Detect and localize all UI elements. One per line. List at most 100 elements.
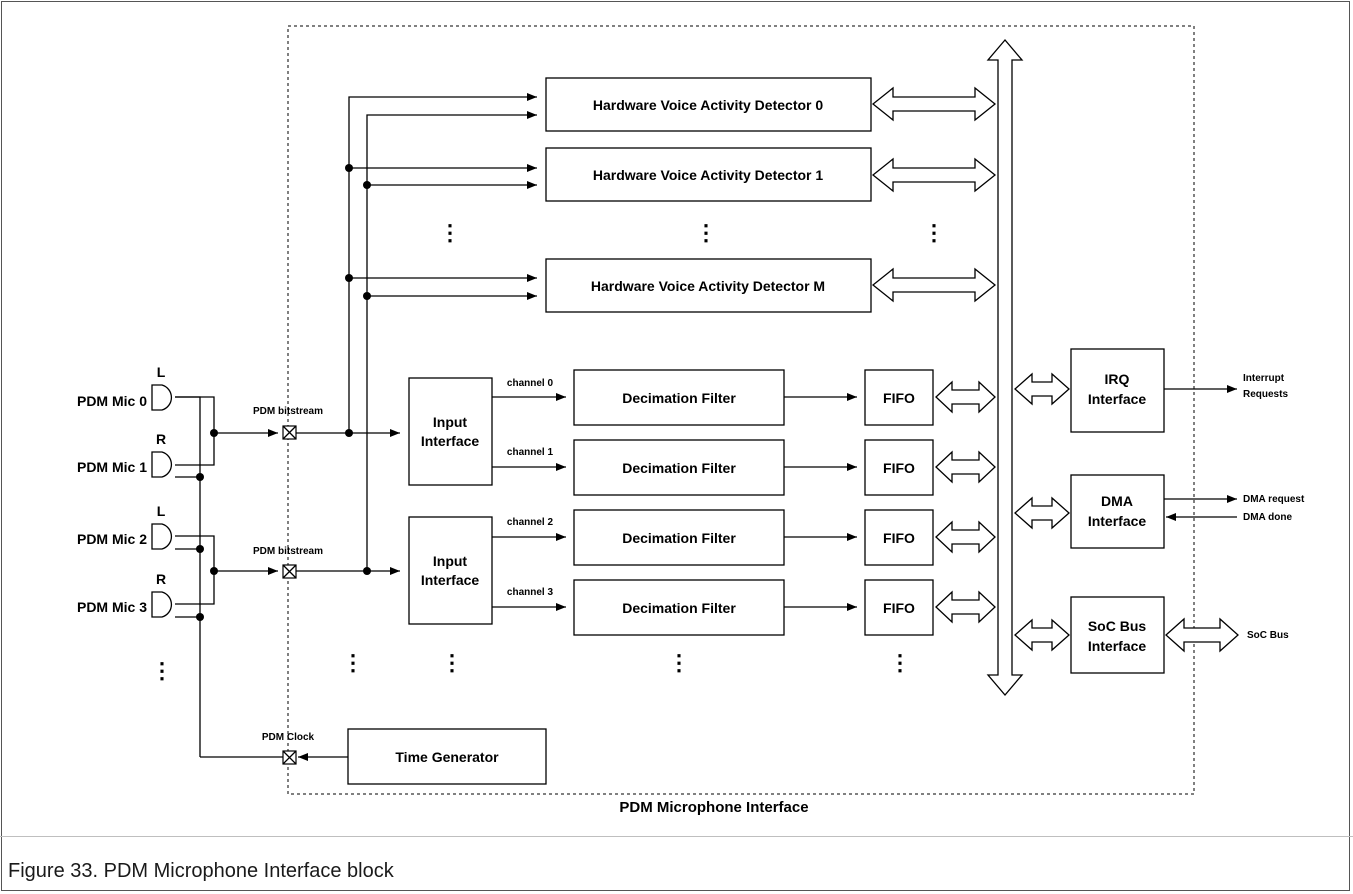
bitstream-a-label: PDM bitstream	[253, 406, 323, 417]
dma-request-label: DMA request	[1243, 494, 1305, 505]
mic-pair-a-data	[175, 396, 215, 466]
mic-1-icon	[151, 451, 173, 478]
input-interface-0-label-2: Interface	[421, 433, 480, 449]
interrupt-label: Interrupt	[1243, 373, 1285, 384]
fifo-2-label: FIFO	[883, 530, 915, 546]
soc-bus-interface-label-2: Interface	[1088, 638, 1147, 654]
mic-0-side: L	[157, 364, 166, 380]
region-label: PDM Microphone Interface	[619, 799, 808, 816]
irq-interface-label: IRQ	[1105, 371, 1130, 387]
fifo-1-label: FIFO	[883, 460, 915, 476]
junction	[363, 181, 371, 189]
time-generator-block	[347, 728, 547, 785]
mic-3: PDM Mic 3 R	[77, 571, 173, 618]
decimation-filter-0-label: Decimation Filter	[622, 390, 736, 406]
fifo-0	[864, 369, 934, 426]
ellipsis: ⋮	[342, 650, 364, 675]
mic-ellipsis: ⋮	[151, 658, 173, 683]
time-generator-label: Time Generator	[395, 749, 499, 765]
irq-interface-label-2: Interface	[1088, 391, 1147, 407]
mic-2-side: L	[157, 503, 166, 519]
junction	[196, 613, 204, 621]
soc-bus-arrow	[1165, 617, 1239, 653]
decimation-filter-0	[573, 369, 785, 426]
irq-interface-block	[1070, 348, 1165, 433]
channel-3-label: channel 3	[507, 587, 554, 598]
input-interface-1-label-2: Interface	[421, 572, 480, 588]
clock-label: PDM Clock	[262, 732, 315, 743]
clock-pad	[282, 750, 297, 765]
fifo-3-label: FIFO	[883, 600, 915, 616]
dma-interface-block	[1070, 474, 1165, 549]
hvad-m-block	[545, 258, 872, 313]
decimation-filter-1	[573, 439, 785, 496]
bus-interface-arrows	[1014, 372, 1070, 652]
hvad-1-label: Hardware Voice Activity Detector 1	[593, 167, 824, 183]
channel-0-label: channel 0	[507, 378, 554, 389]
ellipsis: ⋮	[923, 220, 945, 245]
fifo-2	[864, 509, 934, 566]
decimation-filter-1-label: Decimation Filter	[622, 460, 736, 476]
decimation-filter-3-label: Decimation Filter	[622, 600, 736, 616]
input-interface-0	[408, 377, 493, 486]
junction	[345, 429, 353, 437]
hvad-0-label: Hardware Voice Activity Detector 0	[593, 97, 824, 113]
fifo-1	[864, 439, 934, 496]
hvad-0-block	[545, 77, 872, 132]
soc-bus-interface-label: SoC Bus	[1088, 618, 1147, 634]
hvad-m-label: Hardware Voice Activity Detector M	[591, 278, 825, 294]
bitstream-b-label: PDM bitstream	[253, 546, 323, 557]
dma-interface-label-2: Interface	[1088, 513, 1147, 529]
junction	[363, 567, 371, 575]
junction	[196, 473, 204, 481]
mic-3-icon	[151, 591, 173, 618]
mic-0-label: PDM Mic 0	[77, 393, 147, 409]
mic-0-icon	[151, 384, 173, 411]
channel-1-label: channel 1	[507, 447, 554, 458]
input-interface-1	[408, 516, 493, 625]
ellipsis: ⋮	[889, 650, 911, 675]
junction	[363, 292, 371, 300]
fifo-3	[864, 579, 934, 636]
mic-3-side: R	[156, 571, 166, 587]
fifo-bus-arrows	[935, 380, 996, 624]
caption-bar	[0, 836, 1353, 894]
channel-2-label: channel 2	[507, 517, 554, 528]
system-bus	[986, 38, 1024, 697]
bus-a-vertical	[348, 93, 537, 433]
mic-0: PDM Mic 0 L	[77, 364, 173, 411]
pdm-clock-line	[175, 396, 201, 757]
ellipsis: ⋮	[439, 220, 461, 245]
mic-pair-b-data	[175, 535, 215, 605]
dma-done-label: DMA done	[1243, 512, 1293, 523]
soc-bus-label: SoC Bus	[1247, 630, 1289, 641]
input-interface-1-label: Input	[433, 553, 468, 569]
hvad-1-block	[545, 147, 872, 202]
mic-1: PDM Mic 1 R	[77, 431, 173, 478]
pdm-block-diagram: PDM Microphone Interface PDM Mic 0 L PDM…	[77, 25, 1305, 816]
junction	[345, 274, 353, 282]
pdm-interface-region	[287, 25, 1195, 795]
mic-2-label: PDM Mic 2	[77, 531, 147, 547]
input-interface-0-label: Input	[433, 414, 468, 430]
bitstream-b-pad	[282, 564, 297, 579]
hvad-bus-arrows	[871, 86, 997, 303]
mic-1-label: PDM Mic 1	[77, 459, 147, 475]
soc-bus-interface-block	[1070, 596, 1165, 674]
mic-2: PDM Mic 2 L	[77, 503, 173, 550]
ellipsis: ⋮	[668, 650, 690, 675]
ellipsis: ⋮	[695, 220, 717, 245]
mic-1-side: R	[156, 431, 166, 447]
junction	[345, 164, 353, 172]
decimation-filter-3	[573, 579, 785, 636]
junction	[196, 545, 204, 553]
fifo-0-label: FIFO	[883, 390, 915, 406]
bitstream-a-pad	[282, 425, 297, 440]
decimation-filter-2	[573, 509, 785, 566]
dma-interface-label: DMA	[1101, 493, 1133, 509]
decimation-filter-2-label: Decimation Filter	[622, 530, 736, 546]
ellipsis: ⋮	[441, 650, 463, 675]
mic-3-label: PDM Mic 3	[77, 599, 147, 615]
bus-b-vertical	[366, 111, 537, 571]
